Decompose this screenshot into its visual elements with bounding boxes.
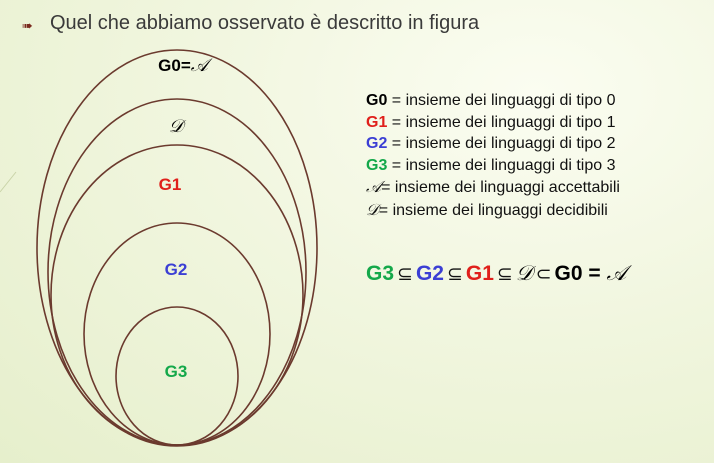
label-g0: G0=𝒜 — [158, 55, 208, 76]
legend: G0 = insieme dei linguaggi di tipo 0 G1 … — [366, 90, 620, 221]
legend-symbol: 𝒟 — [366, 199, 379, 219]
legend-symbol: G1 — [366, 113, 388, 131]
legend-row-g0: G0 = insieme dei linguaggi di tipo 0 — [366, 90, 620, 112]
legend-text: = insieme dei linguaggi decidibili — [378, 201, 608, 219]
ellipse-g0 — [36, 49, 318, 447]
legend-row-decidibili: 𝒟= insieme dei linguaggi decidibili — [366, 199, 620, 222]
legend-symbol: G3 — [366, 156, 388, 174]
label-g2: G2 — [164, 260, 188, 279]
legend-text: = insieme dei linguaggi accettabili — [381, 179, 620, 196]
relation-d: 𝒟 — [515, 261, 533, 285]
legend-text: = insieme dei linguaggi di tipo 2 — [387, 135, 616, 152]
label-g0-text: G0= — [158, 56, 191, 75]
legend-text: = insieme dei linguaggi di tipo 0 — [387, 92, 616, 109]
relation-subseteq: ⊆ — [496, 264, 513, 285]
legend-text: = insieme dei linguaggi di tipo 3 — [387, 156, 616, 174]
relation-subset: ⊂ — [535, 264, 552, 285]
legend-row-g2: G2 = insieme dei linguaggi di tipo 2 — [366, 133, 620, 155]
legend-text: = insieme dei linguaggi di tipo 1 — [387, 113, 616, 131]
relation-g3: G3 — [366, 262, 395, 285]
ellipse-g3 — [115, 306, 239, 446]
label-g3: G3 — [164, 362, 188, 381]
slide-heading: Quel che abbiamo osservato è descritto i… — [50, 12, 480, 34]
legend-row-g3: G3 = insieme dei linguaggi di tipo 3 — [366, 155, 620, 177]
relation-g2: G2 — [415, 262, 444, 285]
relation-subseteq: ⊆ — [446, 264, 463, 285]
legend-row-g1: G1 = insieme dei linguaggi di tipo 1 — [366, 112, 620, 134]
legend-symbol: G0 — [366, 92, 388, 109]
arrow-bullet-icon: ➠ — [22, 18, 33, 33]
label-g0-script: 𝒜 — [190, 55, 208, 76]
relation-subseteq: ⊆ — [397, 264, 413, 285]
label-g1: G1 — [158, 175, 182, 194]
inclusion-relation: G3⊆G2⊆G1⊆𝒟⊂G0 = 𝒜 — [366, 261, 626, 286]
legend-symbol: G2 — [366, 135, 388, 152]
label-d: 𝒟 — [168, 116, 184, 137]
relation-g0: G0 = — [554, 262, 601, 285]
relation-a: 𝒜 — [606, 261, 627, 285]
relation-g1: G1 — [465, 262, 494, 285]
legend-row-accettabili: 𝒜= insieme dei linguaggi accettabili — [366, 176, 620, 199]
ellipse-g2 — [83, 222, 271, 446]
legend-symbol: 𝒜 — [366, 177, 382, 196]
